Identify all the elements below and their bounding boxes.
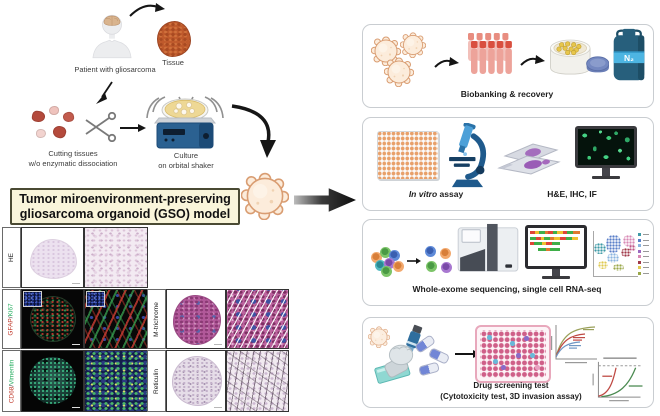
he-organoid-image <box>21 227 84 288</box>
drug-caption-line1: Drug screening test <box>473 381 549 390</box>
microscope-icon <box>449 123 487 188</box>
title-line1: Tumor miroenvironment-preserving <box>19 192 231 206</box>
nitrogen-tank-label: N₂ <box>624 53 634 63</box>
reticulin-organoid-image <box>166 350 226 412</box>
well-plate-icon <box>377 131 439 180</box>
tissue-label: Tissue <box>162 58 184 67</box>
organoid-icon <box>400 32 426 58</box>
arrow-culture-to-organoid <box>231 104 276 158</box>
stain-caption: H&E, IHC, IF <box>547 189 597 199</box>
panel-biobanking: N₂ Biobanking & recovery <box>362 24 654 108</box>
workflow-main-arrow <box>294 188 356 212</box>
mtrichrome-magnified-image <box>226 289 289 349</box>
organoid-icon <box>241 172 289 220</box>
scissors-icon <box>85 112 117 142</box>
arrow-organoid-to-vials <box>434 57 459 68</box>
sequence-monitor-icon <box>525 225 587 281</box>
cell-cluster-icon <box>369 246 407 278</box>
invasion-growth-graph <box>592 357 643 402</box>
tissue-pieces-icon <box>30 105 86 147</box>
gfap-ki67-magnified-image <box>84 289 148 349</box>
cryobox-icon <box>550 39 609 75</box>
dose-response-graph <box>551 325 597 364</box>
gfap-inset-image <box>23 291 42 307</box>
histology-label-cd68-vimentin: CD68/Vimentin <box>2 350 21 412</box>
title-line2: gliosarcoma organoid (GSO) model <box>19 207 231 221</box>
histology-label-mtrichrome: M-trichrome <box>147 289 166 349</box>
drug-caption-line2: (Cytotoxicity test, 3D invasion assay) <box>440 392 582 401</box>
arrow-cutting-to-culture <box>120 124 146 132</box>
histology-slides-icon <box>497 143 561 175</box>
mtrichrome-organoid-image <box>166 289 226 349</box>
cutting-label: Cutting tissues w/o enzymatic dissociati… <box>28 149 118 168</box>
cryovial-rack-icon <box>468 33 512 74</box>
cd68-vimentin-magnified-image <box>84 350 148 412</box>
biobanking-caption: Biobanking & recovery <box>460 89 554 99</box>
histology-label-reticulin: Reticulin <box>147 350 166 412</box>
drug-screening-plate-icon <box>475 325 551 383</box>
cd68-vimentin-organoid-image <box>21 350 84 412</box>
patient-label: Patient with gliosarcoma <box>74 65 156 74</box>
histology-label-he: HE <box>2 227 21 288</box>
fluorescence-monitor-icon <box>575 126 639 180</box>
arrow-dissociation <box>407 258 421 264</box>
gfap-ki67-organoid-image <box>21 289 84 349</box>
arrow-vials-to-cryobox <box>520 55 545 66</box>
invitro-caption: In vitro assay <box>408 189 464 199</box>
he-magnified-image <box>84 227 148 288</box>
arrow-patient-to-cutting <box>96 81 113 104</box>
tissue-icon <box>157 21 191 57</box>
sequencer-icon <box>457 223 519 272</box>
panel-sequencing: Whole-exome sequencing, single cell RNA-… <box>362 219 654 306</box>
pipette-hand-icon <box>374 324 423 384</box>
reticulin-magnified-image <box>226 350 289 412</box>
title-box: Tumor miroenvironment-preserving gliosar… <box>10 188 240 225</box>
patient-figure-icon <box>92 14 132 59</box>
histology-label-gfap-ki67: GFAP/Ki67 <box>2 289 21 349</box>
orbital-shaker-icon <box>146 96 224 149</box>
tsne-plot <box>589 228 649 280</box>
tsne-legend <box>638 233 649 277</box>
sequencing-caption: Whole-exome sequencing, single cell RNA-… <box>412 284 602 294</box>
arrow-patient-to-tissue <box>129 3 165 17</box>
nitrogen-tank-icon <box>613 28 645 81</box>
panel-drug-screening: Drug screening test (Cytotoxicity test, … <box>362 317 654 408</box>
dissociated-cells-icon <box>423 245 457 277</box>
organoid-icon <box>384 57 414 87</box>
culture-label: Culture on orbital shaker <box>158 151 214 170</box>
panel-invitro-assay: In vitro assay H&E, IHC, IF <box>362 117 654 211</box>
